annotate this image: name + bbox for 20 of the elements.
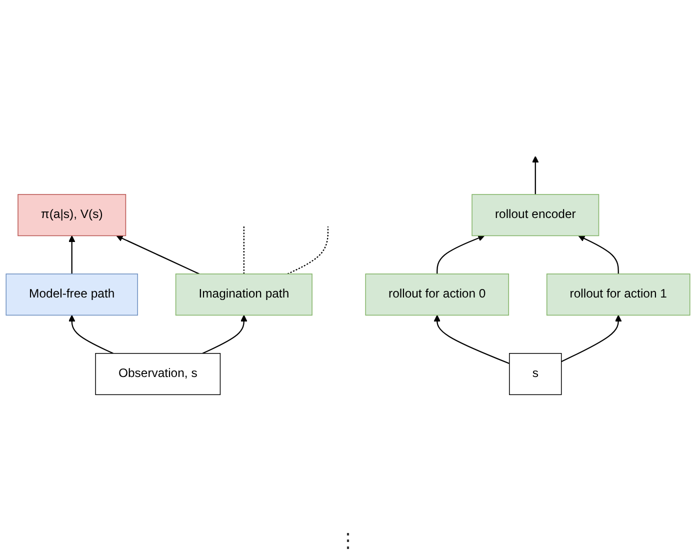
arrow: [532, 156, 539, 194]
arrow: [116, 235, 200, 274]
arrow: [561, 314, 622, 362]
connector: [287, 226, 329, 274]
arrow: [202, 314, 248, 354]
arrow: [68, 314, 114, 354]
node-box: Imagination path: [175, 274, 312, 316]
arrow: [436, 234, 485, 274]
node-box: rollout for action 1: [546, 274, 690, 316]
node-box: π(a|s), V(s): [18, 194, 126, 236]
node-box: rollout encoder: [472, 194, 600, 236]
node-box: rollout for action 0: [365, 274, 510, 316]
arrow: [578, 235, 619, 274]
node-box: Model-free path: [6, 274, 138, 316]
node-box: Observation, s: [95, 353, 221, 396]
arrow: [434, 314, 510, 364]
node-box: s: [509, 353, 562, 396]
connector: [243, 226, 244, 274]
arrow: [68, 235, 76, 274]
ellipsis-label: ⋮: [338, 530, 358, 552]
